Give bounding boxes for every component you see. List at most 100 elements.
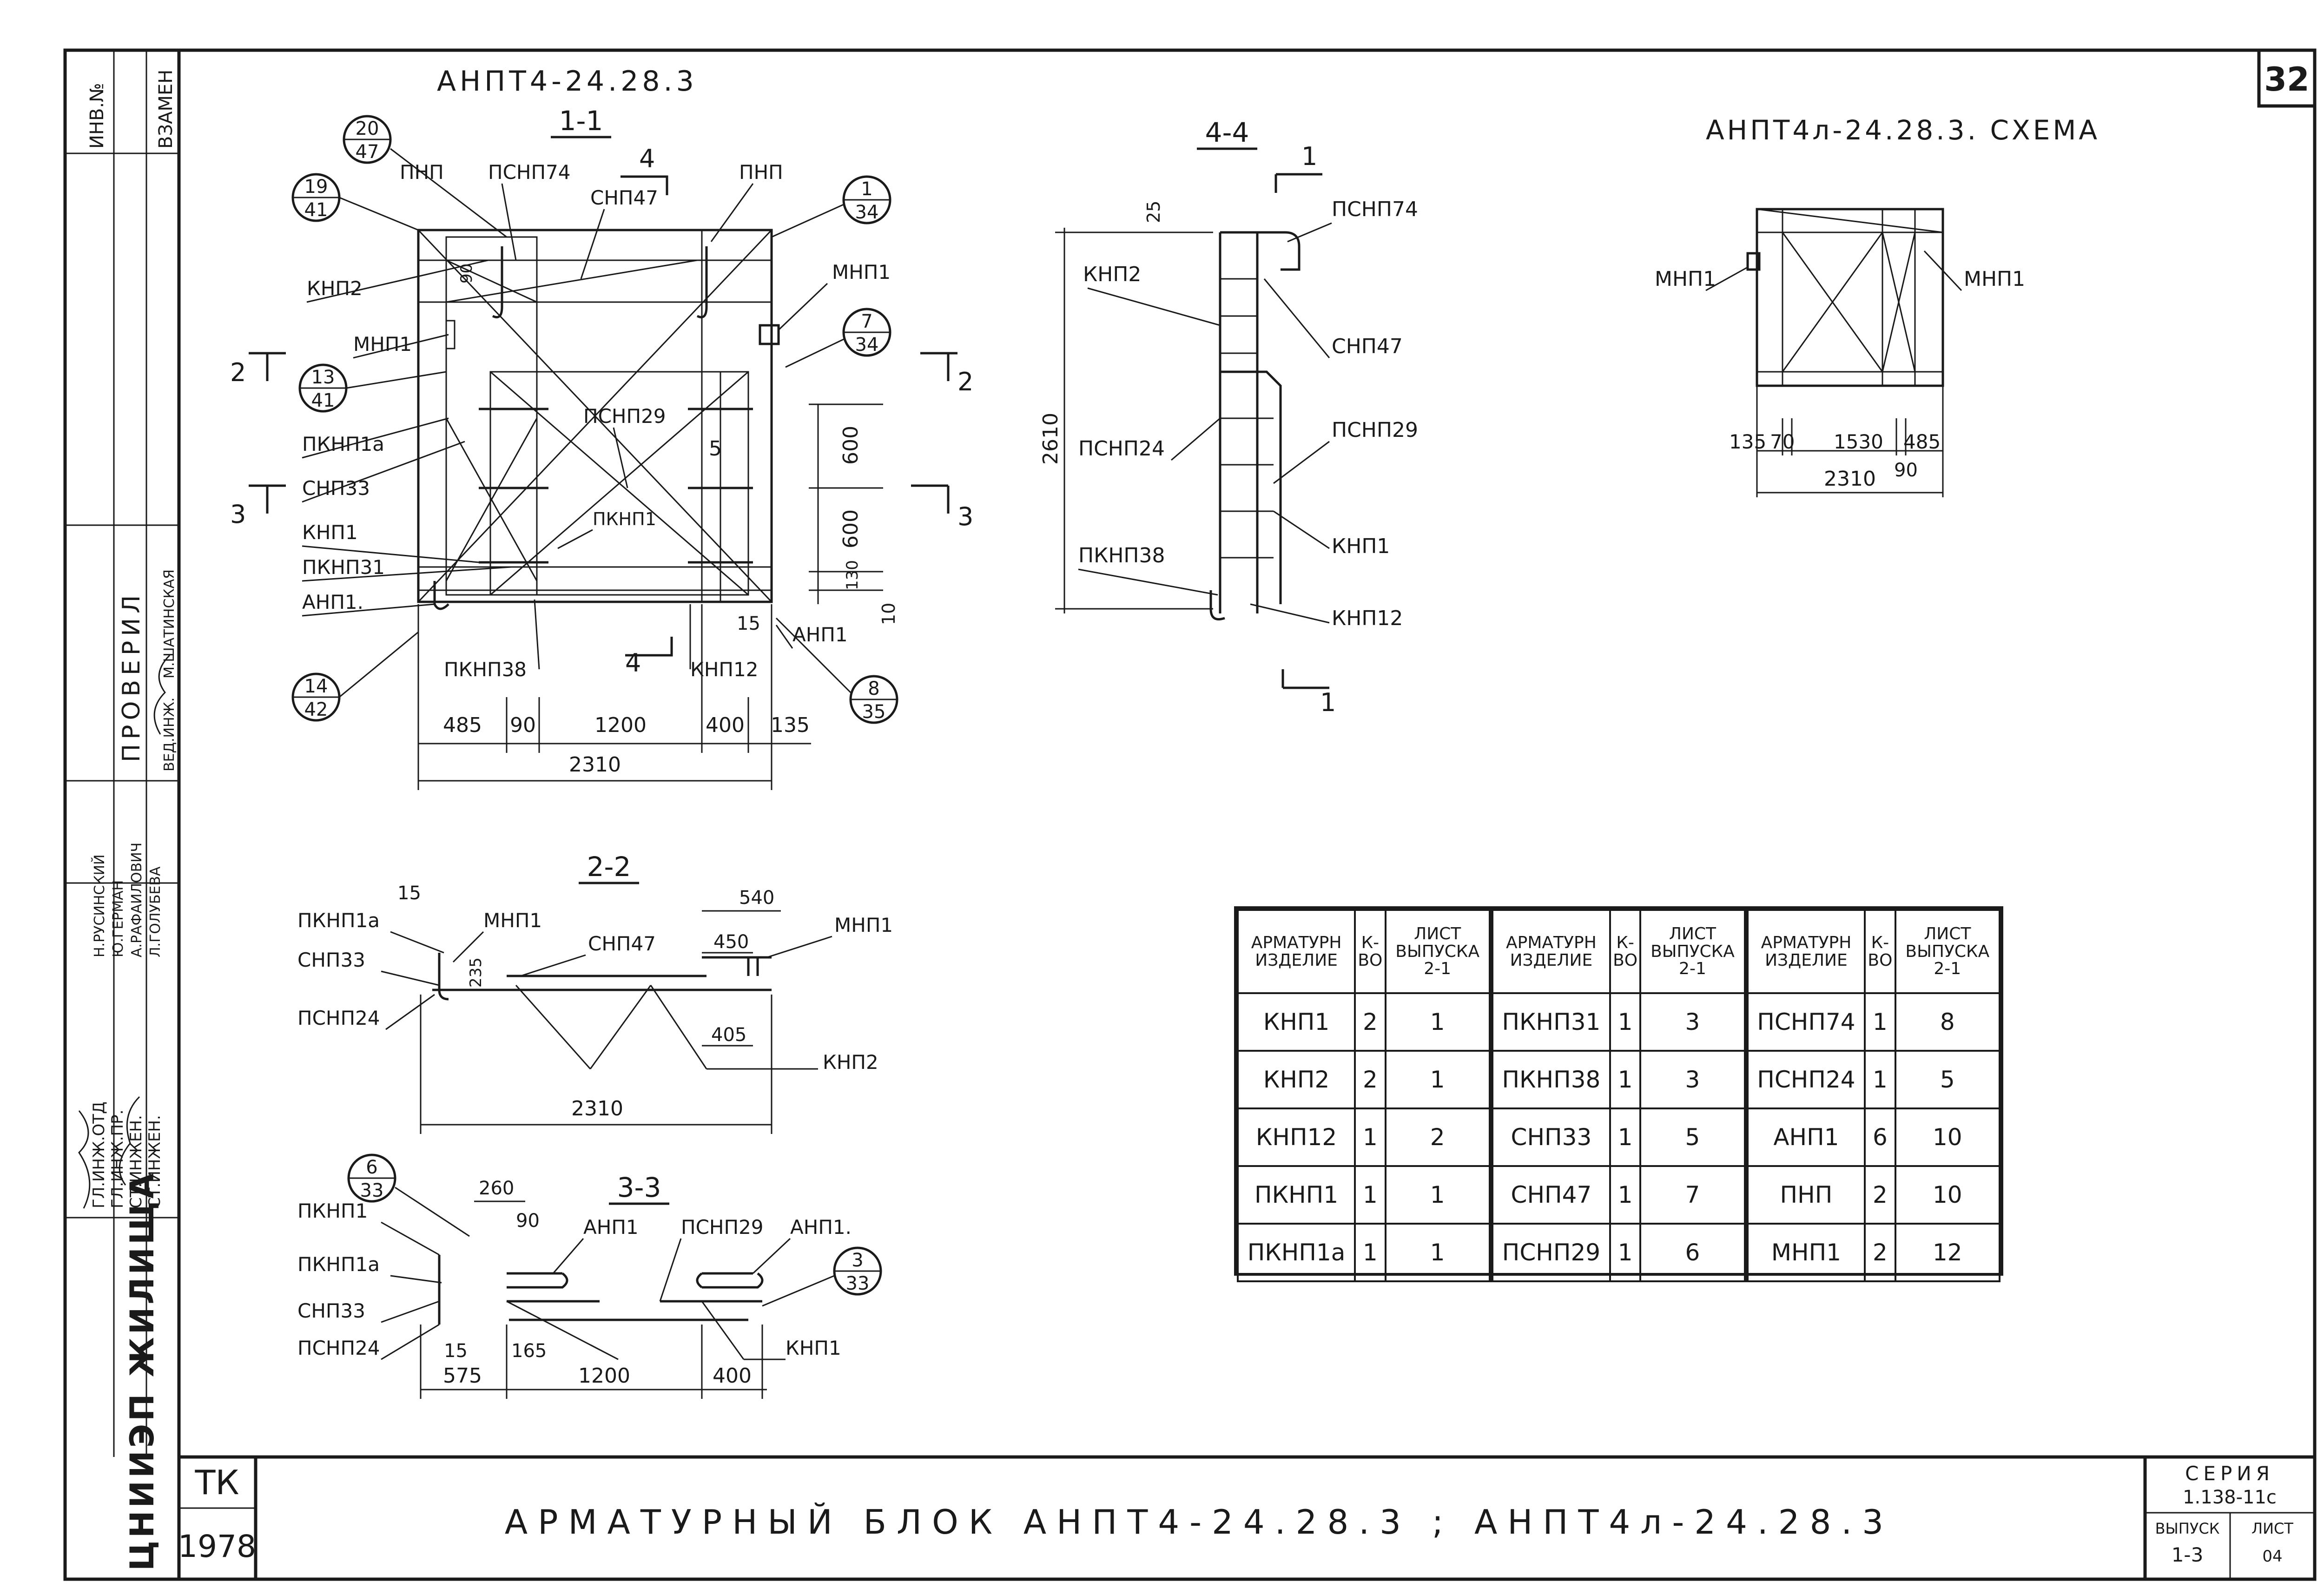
mark-3-right: 3 [957,502,973,531]
callout-3-33: 3 33 [762,1246,882,1307]
dim-90-vert: 90 [457,264,476,283]
mark-2-left: 2 [230,358,246,387]
table-cell: 1 [1384,1223,1492,1282]
leader-knp1 [302,545,479,563]
label-anp1-right: АНП1 [792,623,848,646]
table-cell: ПНП [1743,1165,1866,1225]
table-cell: 3 [1639,1050,1747,1109]
diag-6 [446,259,698,303]
table-cell: ПКНП38 [1488,1050,1611,1109]
leader-mnp1-right [778,283,828,331]
callout-8-35-top: 8 [868,678,879,699]
section-marks-1-1: 4 4 2 2 3 3 [230,144,973,678]
hook-2-2-left [438,953,449,1001]
callout-13-41: 13 41 [298,363,447,413]
scheme-title: АНПТ4л-24.28.3. СХЕМА [1706,114,2100,146]
stamp-name-3: А.РАФАИЛОВИЧ [129,843,145,957]
lower-leg-4-4 [1220,370,1282,604]
table-cell: 2 [1354,1050,1386,1109]
dim-2-2-405: 405 [711,1024,746,1046]
header-sheet-3: ЛИСТ ВЫПУСКА 2-1 [1894,909,2001,994]
stamp-name-5: М.ШАТИНСКАЯ [161,569,178,679]
table-cell: 1 [1384,992,1492,1052]
table-cell: 2 [1864,1165,1896,1225]
label-knp1: КНП1 [302,521,358,544]
label-3-3-knp1: КНП1 [786,1337,841,1359]
callout-6-33: 6 33 [347,1153,470,1237]
dim-3-3-165: 165 [511,1340,547,1362]
leader-pknp31 [302,566,512,582]
table-cell: СНП33 [1488,1107,1611,1167]
section-2-2: 2-2 ПКНП1а МНП1 СНП33 СНП47 МНП1 ПСНП24 … [297,851,893,1134]
drawing-main-title: АРМАТУРНЫЙ БЛОК АНПТ4-24.28.3 ; АНПТ4л-2… [505,1503,1894,1542]
dim-3-3-260: 260 [479,1178,514,1199]
callout-13-41-top: 13 [311,367,335,388]
label-2-2-knp2: КНП2 [823,1051,878,1074]
label-pknp1: ПКНП1 [593,509,656,529]
stamp-role-1: ГЛ.ИНЖ.ОТД [90,1101,108,1208]
label-2-2-pknp1a: ПКНП1а [297,909,380,932]
series-label: СЕРИЯ [2185,1462,2274,1485]
label-4-4-psnp29: ПСНП29 [1332,418,1418,442]
mnp1-plate [759,324,780,345]
table-cell: 5 [1894,1050,2001,1109]
sheet-number-box [2257,48,2317,108]
institution-text: ЦНИИЭП ЖИЛИЩА [123,1171,161,1571]
section-4-4: 4-4 ПСНП74 КНП2 СНП47 ПСНП24 ПСНП29 ПКНП… [1039,117,1418,717]
mark-3-left: 3 [230,500,246,529]
leader-snp47 [580,209,605,279]
issue-label: ВЫПУСК [2155,1520,2220,1537]
label-4-4-knp12: КНП12 [1332,606,1403,630]
header-qty-3: К-ВО [1864,909,1896,994]
signature-3 [153,654,171,735]
mark-4-4-bottom: 1 [1320,688,1336,717]
label-4-4-pknp38: ПКНП38 [1078,544,1165,567]
sheet-label: ЛИСТ [2251,1520,2293,1537]
callout-1-34-top: 1 [861,178,872,200]
table-cell: 1 [1384,1050,1492,1109]
stamp-role-5: ВЕД.ИНЖ. [161,698,178,771]
table-cell: 7 [1639,1165,1747,1225]
stamp-name-1: Н.РУСИНСКИЙ [91,854,108,957]
table-cell: 2 [1864,1223,1896,1282]
dim-5: 5 [709,437,722,461]
scheme-drawing: МНП1 МНП1 135 70 1530 485 90 2310 [1655,208,2025,497]
label-3-3-snp33: СНП33 [297,1299,365,1322]
table-cell: 2 [1354,992,1386,1052]
table-cell: АНП1 [1743,1107,1866,1167]
issue-value: 1-3 [2172,1543,2204,1566]
table-cell: 3 [1639,992,1747,1052]
table-cell: 12 [1894,1223,2001,1282]
dim-485: 485 [443,713,482,737]
leader-anp1-left [302,603,435,617]
scheme-plate-left [1746,252,1761,271]
leader-pknp1a [302,417,449,459]
table-cell: ПСНП24 [1743,1050,1866,1109]
dim-2-2-540: 540 [739,887,774,909]
signature-1 [78,1110,91,1209]
table-cell: 1 [1609,992,1642,1052]
table-cell: 1 [1864,992,1896,1052]
table-cell: 6 [1864,1107,1896,1167]
label-snp47: СНП47 [590,186,658,209]
signature-2 [119,1096,140,1186]
dim-90: 90 [510,713,536,737]
scheme-dim-90: 90 [1894,460,1918,481]
dim-2610: 2610 [1039,413,1063,465]
hook-1 [492,246,503,318]
mark-4-bottom: 4 [625,648,641,678]
specification-table: АРМАТУРН ИЗДЕЛИЕ К-ВО ЛИСТ ВЫПУСКА 2-1 А… [1234,906,2003,1282]
dim-10: 10 [878,603,899,625]
frame-outline [417,229,773,603]
inv-label: ИНВ.№ [86,83,108,149]
dim-1200: 1200 [594,713,647,737]
callout-20-47: 20 47 [343,115,507,238]
label-3-3-pknp1: ПКНП1 [297,1200,368,1222]
table-cell: КНП1 [1236,992,1356,1052]
table-cell: 1 [1609,1107,1642,1167]
header-qty-1: К-ВО [1354,909,1386,994]
label-3-3-psnp24: ПСНП24 [297,1337,380,1359]
